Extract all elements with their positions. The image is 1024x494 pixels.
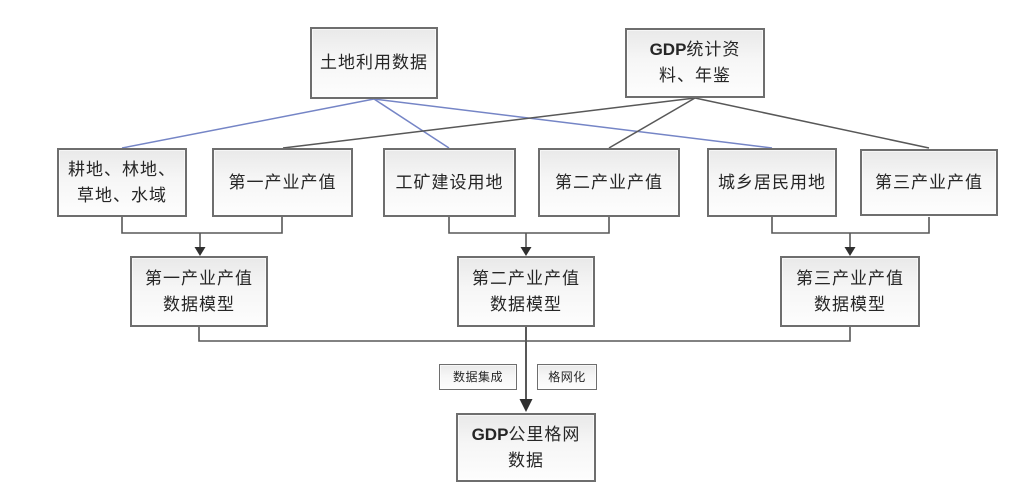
gdp-bold-text: GDP [471,424,509,444]
node-primary-industry-output: 第一产业产值 [212,148,353,217]
gray-connector-lines [282,97,930,149]
node-label: 第三产业产值 [875,172,983,192]
node-secondary-industry-output: 第二产业产值 [538,148,680,217]
gdp-bold-text: GDP [649,40,687,59]
node-label-line: 草地、水域 [77,185,167,205]
label-data-integration: 数据集成 [439,364,517,390]
node-label: 工矿建设用地 [395,172,504,192]
node-label-line: 数据模型 [163,294,235,314]
node-label-line: 数据 [508,450,544,470]
node-label-line: 公里格网 [508,424,581,444]
node-label-line: 数据模型 [814,294,886,314]
node-label-line: 第三产业产值 [796,268,904,288]
node-label-line: 耕地、林地、 [68,159,176,179]
node-label: 第一产业产值 [228,172,337,192]
node-label: 第二产业产值 [555,172,663,192]
node-gdp-km-grid-data: GDP公里格网 数据 [456,413,596,482]
node-tertiary-industry-model: 第三产业产值 数据模型 [780,256,920,327]
node-label-line: 统计资 [686,40,741,59]
arrowheads [194,247,856,412]
node-label: 格网化 [548,370,586,384]
node-label-line: GDP公里格网 [472,422,581,448]
merge-brackets [121,217,930,401]
blue-connector-lines [121,98,773,149]
node-land-types: 耕地、林地、 草地、水域 [57,148,187,217]
node-label-line: 第一产业产值 [145,268,253,288]
node-label: 城乡居民用地 [718,172,826,192]
node-tertiary-industry-output: 第三产业产值 [860,149,998,216]
label-gridding: 格网化 [537,364,597,390]
node-label-line: 数据模型 [490,294,562,314]
node-label-line: GDP统计资 [650,37,741,63]
node-label-line: 料、年鉴 [659,66,731,85]
node-primary-industry-model: 第一产业产值 数据模型 [130,256,268,327]
node-industrial-mining-construction-land: 工矿建设用地 [383,148,516,217]
node-land-use-data: 土地利用数据 [310,27,438,99]
node-urban-rural-residential-land: 城乡居民用地 [707,148,837,217]
node-secondary-industry-model: 第二产业产值 数据模型 [457,256,595,327]
node-gdp-statistics: GDP统计资 料、年鉴 [625,28,765,98]
node-label: 数据集成 [452,370,503,384]
node-label-line: 第二产业产值 [472,268,580,288]
node-label: 土地利用数据 [320,53,428,72]
